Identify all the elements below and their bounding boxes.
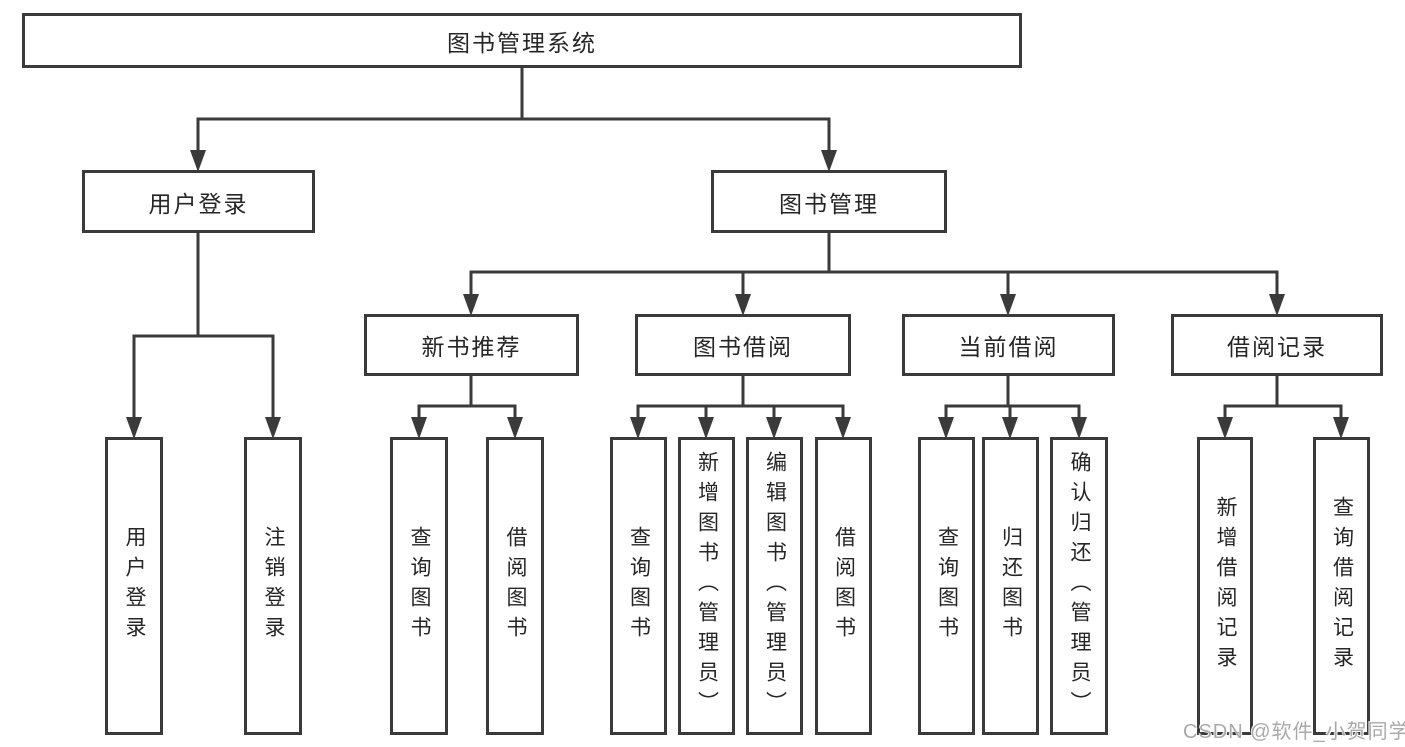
csdn-watermark: CSDN @软件_小贺同学 xyxy=(1183,721,1405,743)
node-label: 新增借阅记录 xyxy=(1214,496,1238,676)
node-label: 借阅图书 xyxy=(832,526,856,646)
node-new-book-recommend: 新书推荐 xyxy=(364,314,579,376)
node-label: 图书管理 xyxy=(779,190,879,217)
node-label: 当前借阅 xyxy=(958,334,1059,360)
node-label: 查询图书 xyxy=(935,526,959,646)
node-label: 编辑图书（管理员） xyxy=(763,451,787,721)
leaf-return-book: 归还图书 xyxy=(982,437,1039,735)
node-label: 借阅记录 xyxy=(1227,334,1327,360)
node-borrow-record: 借阅记录 xyxy=(1171,314,1383,376)
leaf-confirm-return-admin: 确认归还（管理员） xyxy=(1050,437,1108,735)
node-library-management-system: 图书管理系统 xyxy=(22,13,1022,68)
node-label: 查询借阅记录 xyxy=(1330,496,1354,676)
leaf-add-borrow-record: 新增借阅记录 xyxy=(1197,437,1253,735)
leaf-query-book-current: 查询图书 xyxy=(918,437,975,735)
node-label: 图书借阅 xyxy=(693,334,793,360)
node-label: 确认归还（管理员） xyxy=(1068,451,1092,721)
node-book-borrow: 图书借阅 xyxy=(635,314,851,376)
node-label: 查询图书 xyxy=(408,526,432,646)
node-label: 新书推荐 xyxy=(421,334,522,360)
leaf-query-book-borrow: 查询图书 xyxy=(610,437,667,735)
node-label: 借阅图书 xyxy=(504,526,528,646)
node-user-login: 用户登录 xyxy=(82,170,315,233)
node-label: 新增图书（管理员） xyxy=(695,451,719,721)
node-label: 查询图书 xyxy=(627,526,651,646)
leaf-query-book-recommend: 查询图书 xyxy=(390,437,448,735)
node-label: 归还图书 xyxy=(999,526,1023,646)
leaf-user-login: 用户登录 xyxy=(105,437,163,735)
node-current-borrow: 当前借阅 xyxy=(902,314,1115,376)
leaf-borrow-book-recommend: 借阅图书 xyxy=(486,437,544,735)
node-book-management: 图书管理 xyxy=(711,170,947,233)
node-label: 用户登录 xyxy=(123,526,147,646)
node-label: 图书管理系统 xyxy=(447,29,597,56)
leaf-query-borrow-record: 查询借阅记录 xyxy=(1313,437,1370,735)
leaf-logout-login: 注销登录 xyxy=(244,437,302,735)
node-label: 注销登录 xyxy=(262,526,286,646)
leaf-add-book-admin: 新增图书（管理员） xyxy=(678,437,735,735)
node-label: 用户登录 xyxy=(148,190,249,217)
leaf-edit-book-admin: 编辑图书（管理员） xyxy=(746,437,803,735)
leaf-borrow-book: 借阅图书 xyxy=(815,437,872,735)
